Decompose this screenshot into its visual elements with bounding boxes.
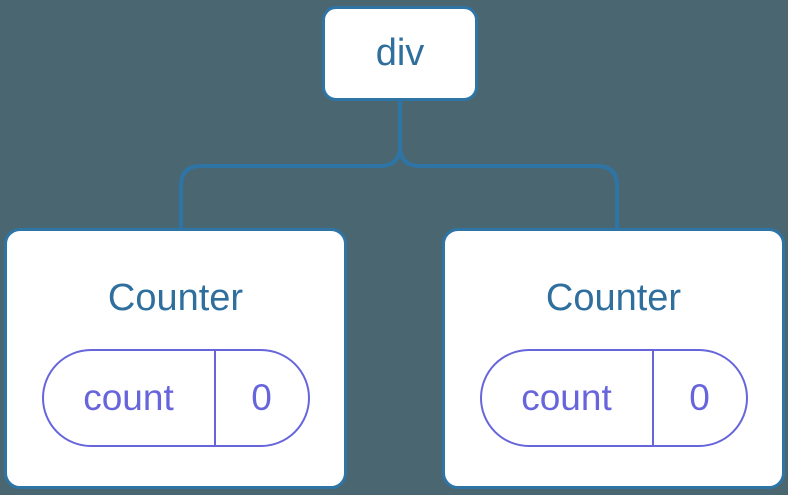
state-value: 0 xyxy=(251,377,272,418)
state-value: 0 xyxy=(689,377,710,418)
state-pill: count 0 xyxy=(41,349,310,447)
counter-card-left: Counter count 0 xyxy=(4,228,347,489)
state-pill: count 0 xyxy=(479,349,748,447)
state-key: count xyxy=(482,351,654,445)
counter-title: Counter xyxy=(107,277,244,319)
counter-card-right: Counter count 0 xyxy=(442,228,785,489)
connector-right-branch xyxy=(398,101,619,230)
root-node: div xyxy=(322,6,478,101)
counter-title: Counter xyxy=(545,277,682,319)
state-key: count xyxy=(44,351,216,445)
connector-left-branch xyxy=(179,101,402,230)
root-node-label: div xyxy=(375,32,425,74)
